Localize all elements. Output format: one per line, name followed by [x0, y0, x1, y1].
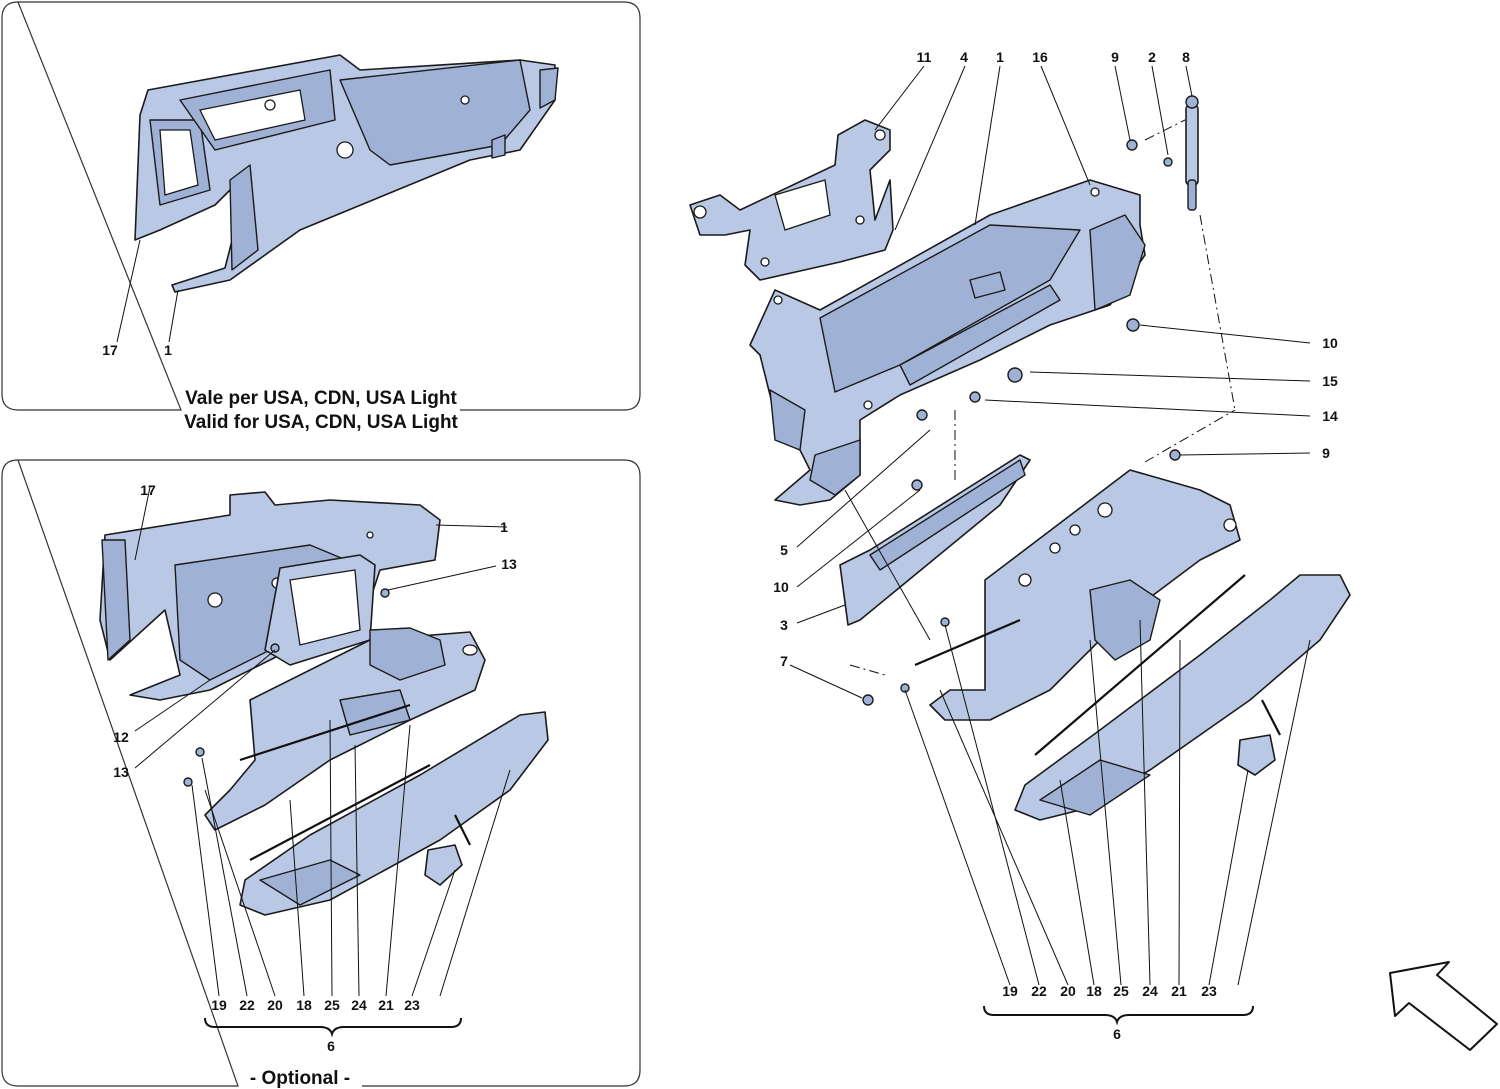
callout-12-optional: 12 [113, 729, 129, 745]
callout-18-optional: 18 [296, 997, 312, 1013]
storage-tray-main [839, 454, 1031, 626]
callout-9-main-top: 9 [1111, 49, 1119, 65]
callout-1-optional: 1 [500, 519, 508, 535]
callout-23-optional: 23 [404, 997, 420, 1013]
direction-arrow-icon [1389, 961, 1498, 1051]
bottom-left-panel: 17 1 13 12 13 19 22 20 18 25 24 21 23 6 … [1, 459, 641, 1089]
callout-8-main: 8 [1182, 49, 1190, 65]
glovebox-bin-main [929, 469, 1241, 721]
callout-1-main: 1 [996, 49, 1004, 65]
callout-24-main: 24 [1142, 983, 1158, 999]
callout-15-main: 15 [1322, 373, 1338, 389]
callout-3-main: 3 [780, 617, 788, 633]
callout-10-main-right: 10 [1322, 335, 1338, 351]
callout-4-main: 4 [960, 49, 968, 65]
mounting-bracket [689, 119, 894, 281]
callout-13-optional-upper: 13 [501, 556, 517, 572]
callout-17-top: 17 [102, 342, 118, 358]
callout-7-main: 7 [780, 653, 788, 669]
top-left-panel: 17 1 Vale per USA, CDN, USA Light Valid … [1, 1, 641, 433]
caption-optional: - Optional - [250, 1068, 350, 1089]
group-brace-main [983, 1005, 1254, 1026]
callout-23-main: 23 [1201, 983, 1217, 999]
callout-21-main: 21 [1171, 983, 1187, 999]
callout-21-optional: 21 [378, 997, 394, 1013]
callout-25-main: 25 [1113, 983, 1129, 999]
lock-handle-main [1237, 699, 1281, 776]
caption-english: Valid for USA, CDN, USA Light [184, 412, 458, 433]
glovebox-frame-main [749, 179, 1146, 506]
callout-5-main: 5 [780, 542, 788, 558]
callout-18-main: 18 [1086, 983, 1102, 999]
callout-9-main-right: 9 [1322, 445, 1330, 461]
callout-19-optional: 19 [211, 997, 227, 1013]
callout-24-optional: 24 [351, 997, 367, 1013]
group-label-optional: 6 [327, 1038, 335, 1054]
callout-16-main: 16 [1032, 49, 1048, 65]
callout-25-optional: 25 [324, 997, 340, 1013]
callout-22-main: 22 [1031, 983, 1047, 999]
lock-handle-optional [424, 814, 471, 886]
callout-17-optional: 17 [140, 482, 156, 498]
group-brace-optional [204, 1017, 462, 1038]
callout-20-optional: 20 [267, 997, 283, 1013]
callout-14-main: 14 [1322, 408, 1338, 424]
callout-20-main: 20 [1060, 983, 1076, 999]
callout-2-main: 2 [1148, 49, 1156, 65]
group-label-main: 6 [1113, 1026, 1121, 1042]
callout-1-top: 1 [164, 342, 172, 358]
caption-italian: Vale per USA, CDN, USA Light [185, 388, 457, 409]
storage-tray-optional [264, 554, 376, 666]
glovebox-frame-usa [134, 54, 559, 293]
main-panel: 11 4 1 16 9 2 8 10 15 14 9 5 10 3 7 19 2… [689, 49, 1351, 1042]
callout-19-main: 19 [1002, 983, 1018, 999]
gas-strut [1185, 95, 1199, 211]
callout-22-optional: 22 [239, 997, 255, 1013]
glovebox-lid-main [1014, 574, 1351, 821]
callout-13-optional-lower: 13 [113, 764, 129, 780]
callout-10-main-left: 10 [773, 579, 789, 595]
glovebox-bin-optional [204, 627, 486, 831]
callout-11-main: 11 [917, 49, 932, 65]
